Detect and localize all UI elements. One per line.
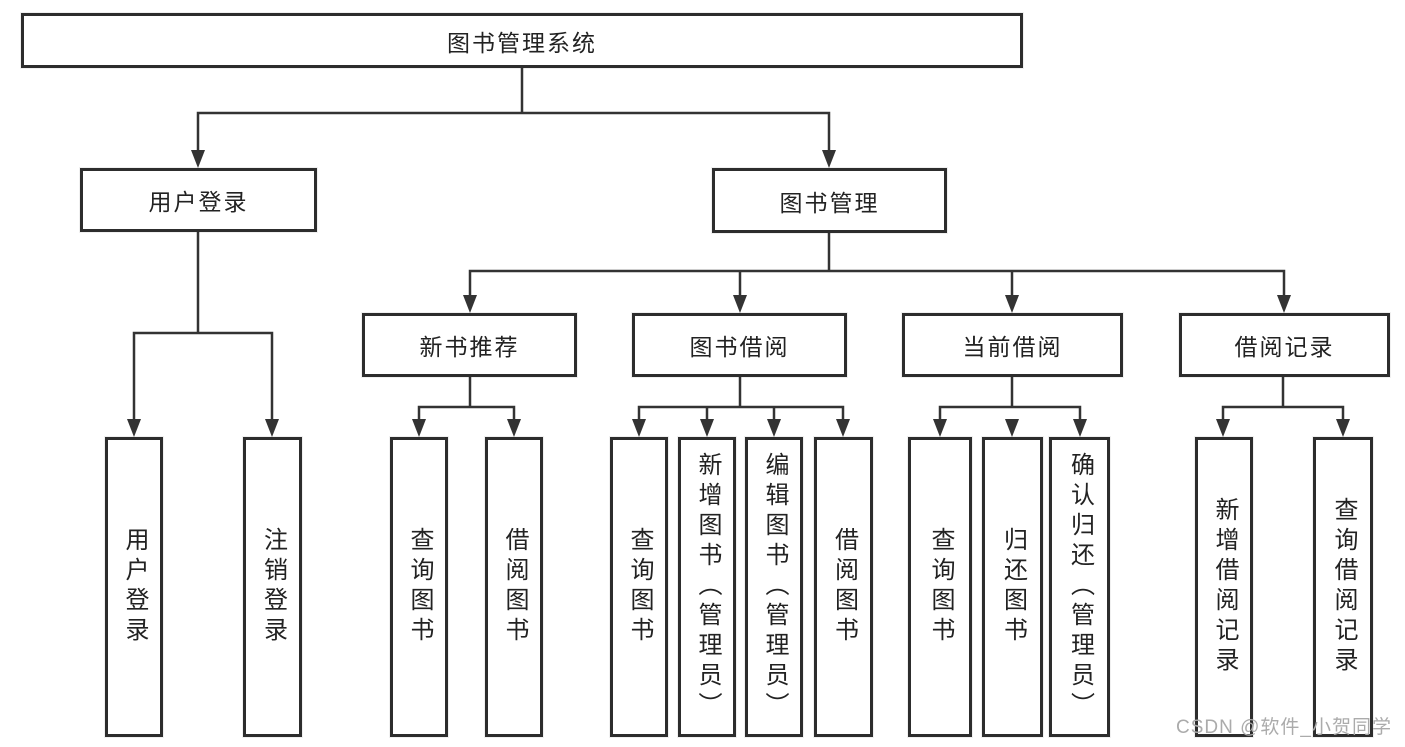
node-book-management-system: 图书管理系统 [21, 13, 1023, 68]
arrow-down-icon [412, 419, 426, 437]
leaf-borrow-query-books: 查询图书 [610, 437, 668, 737]
node-book-management-branch: 图书管理 [712, 168, 947, 233]
arrow-down-icon [1005, 419, 1019, 437]
arrow-down-icon [767, 419, 781, 437]
arrow-down-icon [191, 150, 205, 168]
arrow-down-icon [507, 419, 521, 437]
arrow-down-icon [822, 150, 836, 168]
leaf-user-login: 用户登录 [105, 437, 163, 737]
node-current-borrowing: 当前借阅 [902, 313, 1123, 377]
arrow-down-icon [933, 419, 947, 437]
csdn-watermark: CSDN @软件_小贺同学 [1176, 717, 1392, 738]
leaf-borrow-edit-books-admin: 编辑图书（管理员） [745, 437, 803, 737]
arrow-down-icon [733, 295, 747, 313]
leaf-logout: 注销登录 [243, 437, 302, 737]
arrow-down-icon [632, 419, 646, 437]
arrow-down-icon [1277, 295, 1291, 313]
leaf-current-query-books: 查询图书 [908, 437, 972, 737]
arrow-down-icon [1336, 419, 1350, 437]
arrow-down-icon [1073, 419, 1087, 437]
leaf-records-query-record: 查询借阅记录 [1313, 437, 1373, 737]
leaf-borrow-add-books-admin: 新增图书（管理员） [678, 437, 736, 737]
leaf-current-confirm-return-admin: 确认归还（管理员） [1049, 437, 1110, 737]
leaf-borrow-borrow-books: 借阅图书 [814, 437, 873, 737]
tree-edges [132, 66, 1345, 422]
node-borrowing-records: 借阅记录 [1179, 313, 1390, 377]
leaf-records-add-record: 新增借阅记录 [1195, 437, 1253, 737]
leaf-current-return-books: 归还图书 [982, 437, 1043, 737]
arrow-down-icon [1005, 295, 1019, 313]
arrow-down-icon [265, 419, 279, 437]
node-new-book-recommendation: 新书推荐 [362, 313, 577, 377]
arrow-down-icon [1216, 419, 1230, 437]
arrow-down-icon [463, 295, 477, 313]
arrow-down-icon [700, 419, 714, 437]
leaf-recommend-query-books: 查询图书 [390, 437, 448, 737]
node-book-borrowing: 图书借阅 [632, 313, 847, 377]
arrow-down-icon [127, 419, 141, 437]
arrowheads [127, 150, 1350, 437]
node-user-login-branch: 用户登录 [80, 168, 317, 232]
leaf-recommend-borrow-books: 借阅图书 [485, 437, 543, 737]
arrow-down-icon [836, 419, 850, 437]
